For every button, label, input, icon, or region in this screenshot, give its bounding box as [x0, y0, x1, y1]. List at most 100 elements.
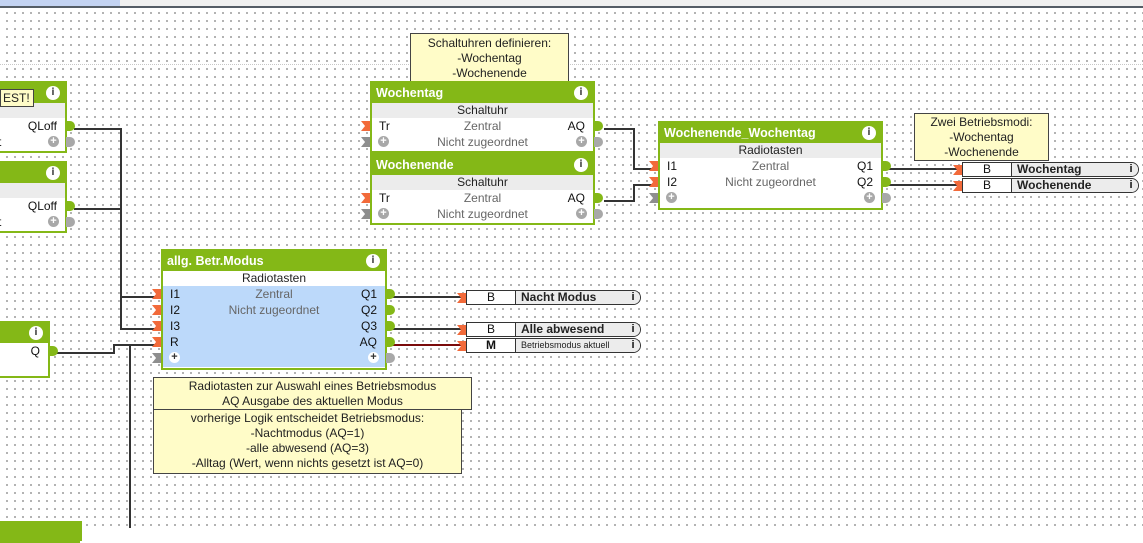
- left-block-1[interactable]: i EST! QLoff t+: [0, 81, 75, 153]
- output-betriebsmodus-aktuell[interactable]: M Betriebsmodus aktuell i: [457, 338, 641, 353]
- input-pin[interactable]: [361, 209, 370, 219]
- output-pin[interactable]: [386, 321, 395, 331]
- output-pin[interactable]: [882, 177, 891, 187]
- block-type: Schaltuhr: [372, 103, 593, 118]
- plus-icon[interactable]: +: [666, 192, 677, 203]
- block-title-text: Wochenende_Wochentag: [664, 126, 816, 140]
- output-pin[interactable]: [594, 137, 603, 147]
- block-row: QLoff: [0, 198, 75, 214]
- output-alle-abwesend[interactable]: B Alle abwesend i: [457, 322, 641, 337]
- info-icon[interactable]: i: [46, 86, 60, 100]
- info-icon[interactable]: i: [626, 323, 640, 336]
- output-name: Alle abwesend: [516, 323, 626, 336]
- info-icon[interactable]: i: [1124, 163, 1138, 176]
- active-tab[interactable]: [0, 0, 120, 6]
- output-type: B: [963, 179, 1012, 192]
- input-label: Tr: [379, 119, 390, 133]
- info-icon[interactable]: i: [574, 86, 588, 100]
- input-pin[interactable]: [361, 121, 370, 131]
- output-pin[interactable]: [594, 193, 603, 203]
- input-pin[interactable]: [152, 321, 161, 331]
- info-icon[interactable]: i: [862, 126, 876, 140]
- output-pin[interactable]: [386, 353, 395, 363]
- block-row: Nicht zugeordnet++: [361, 206, 603, 222]
- output-pin[interactable]: [66, 201, 75, 211]
- info-icon[interactable]: i: [366, 254, 380, 268]
- info-icon[interactable]: i: [29, 326, 43, 340]
- block-type: Schaltuhr: [372, 175, 593, 190]
- output-pin[interactable]: [66, 137, 75, 147]
- input-pin[interactable]: [649, 161, 658, 171]
- input-pin[interactable]: [152, 337, 161, 347]
- output-pin[interactable]: [386, 289, 395, 299]
- output-pin[interactable]: [882, 161, 891, 171]
- note-line: -alle abwesend (AQ=3): [245, 441, 370, 455]
- left-block-4[interactable]: [0, 521, 82, 543]
- plus-icon[interactable]: +: [576, 208, 587, 219]
- block-title-text: allg. Betr.Modus: [167, 254, 264, 268]
- input-pin[interactable]: [152, 289, 161, 299]
- input-pin[interactable]: [649, 177, 658, 187]
- plus-icon[interactable]: +: [378, 136, 389, 147]
- plus-icon[interactable]: +: [169, 352, 180, 363]
- plus-icon[interactable]: +: [576, 136, 587, 147]
- input-pin[interactable]: [953, 165, 962, 175]
- info-icon[interactable]: i: [46, 166, 60, 180]
- block-title-text: Wochenende: [376, 158, 454, 172]
- input-pin[interactable]: [953, 181, 962, 191]
- output-pin[interactable]: [594, 209, 603, 219]
- info-icon[interactable]: i: [1124, 179, 1138, 192]
- input-pin[interactable]: [361, 137, 370, 147]
- input-pin[interactable]: [457, 293, 466, 303]
- input-label: I3: [170, 319, 181, 333]
- test-note: EST!: [0, 89, 34, 107]
- plus-icon[interactable]: +: [378, 208, 389, 219]
- note-line: -Wochenende: [944, 145, 1019, 159]
- output-pin[interactable]: [882, 193, 891, 203]
- plus-icon[interactable]: +: [48, 136, 59, 147]
- input-pin[interactable]: [457, 341, 466, 351]
- output-pin[interactable]: [386, 337, 395, 347]
- output-pin[interactable]: [49, 346, 58, 356]
- plus-icon[interactable]: +: [864, 192, 875, 203]
- input-pin[interactable]: [649, 193, 658, 203]
- output-name: Wochentag: [1012, 163, 1124, 176]
- input-pin[interactable]: [457, 325, 466, 335]
- left-block-2[interactable]: i QLoff t+: [0, 161, 75, 233]
- output-nacht-modus[interactable]: B Nacht Modus i: [457, 290, 641, 305]
- input-pin[interactable]: [152, 353, 161, 363]
- plus-icon[interactable]: +: [48, 216, 59, 227]
- output-label: Q1: [360, 287, 377, 301]
- info-icon[interactable]: i: [626, 291, 640, 304]
- output-pin[interactable]: [594, 121, 603, 131]
- plus-icon[interactable]: +: [368, 352, 379, 363]
- page-break-line: [0, 64, 1143, 65]
- block-title-text: Wochentag: [376, 86, 444, 100]
- block-header: i: [0, 323, 48, 343]
- output-wochentag[interactable]: B Wochentag i: [953, 162, 1139, 177]
- output-pin[interactable]: [66, 121, 75, 131]
- block-row: ++: [152, 350, 395, 367]
- left-block-3[interactable]: i Q: [0, 321, 58, 378]
- input-label: I1: [170, 287, 181, 301]
- note-line: Zwei Betriebsmodi:: [930, 115, 1033, 129]
- info-icon[interactable]: i: [574, 158, 588, 172]
- block-header: i: [0, 163, 65, 183]
- output-pin[interactable]: [386, 305, 395, 315]
- block-row: Nicht zugeordnet++: [361, 134, 603, 150]
- input-pin[interactable]: [152, 305, 161, 315]
- input-pin[interactable]: [361, 193, 370, 203]
- block-row: Q: [0, 343, 58, 359]
- block-type: Radiotasten: [163, 271, 385, 286]
- output-label: Q2: [856, 175, 873, 189]
- output-name: Betriebsmodus aktuell: [516, 339, 626, 352]
- output-pin[interactable]: [66, 217, 75, 227]
- info-icon[interactable]: i: [626, 339, 640, 352]
- output-wochenende[interactable]: B Wochenende i: [953, 178, 1139, 193]
